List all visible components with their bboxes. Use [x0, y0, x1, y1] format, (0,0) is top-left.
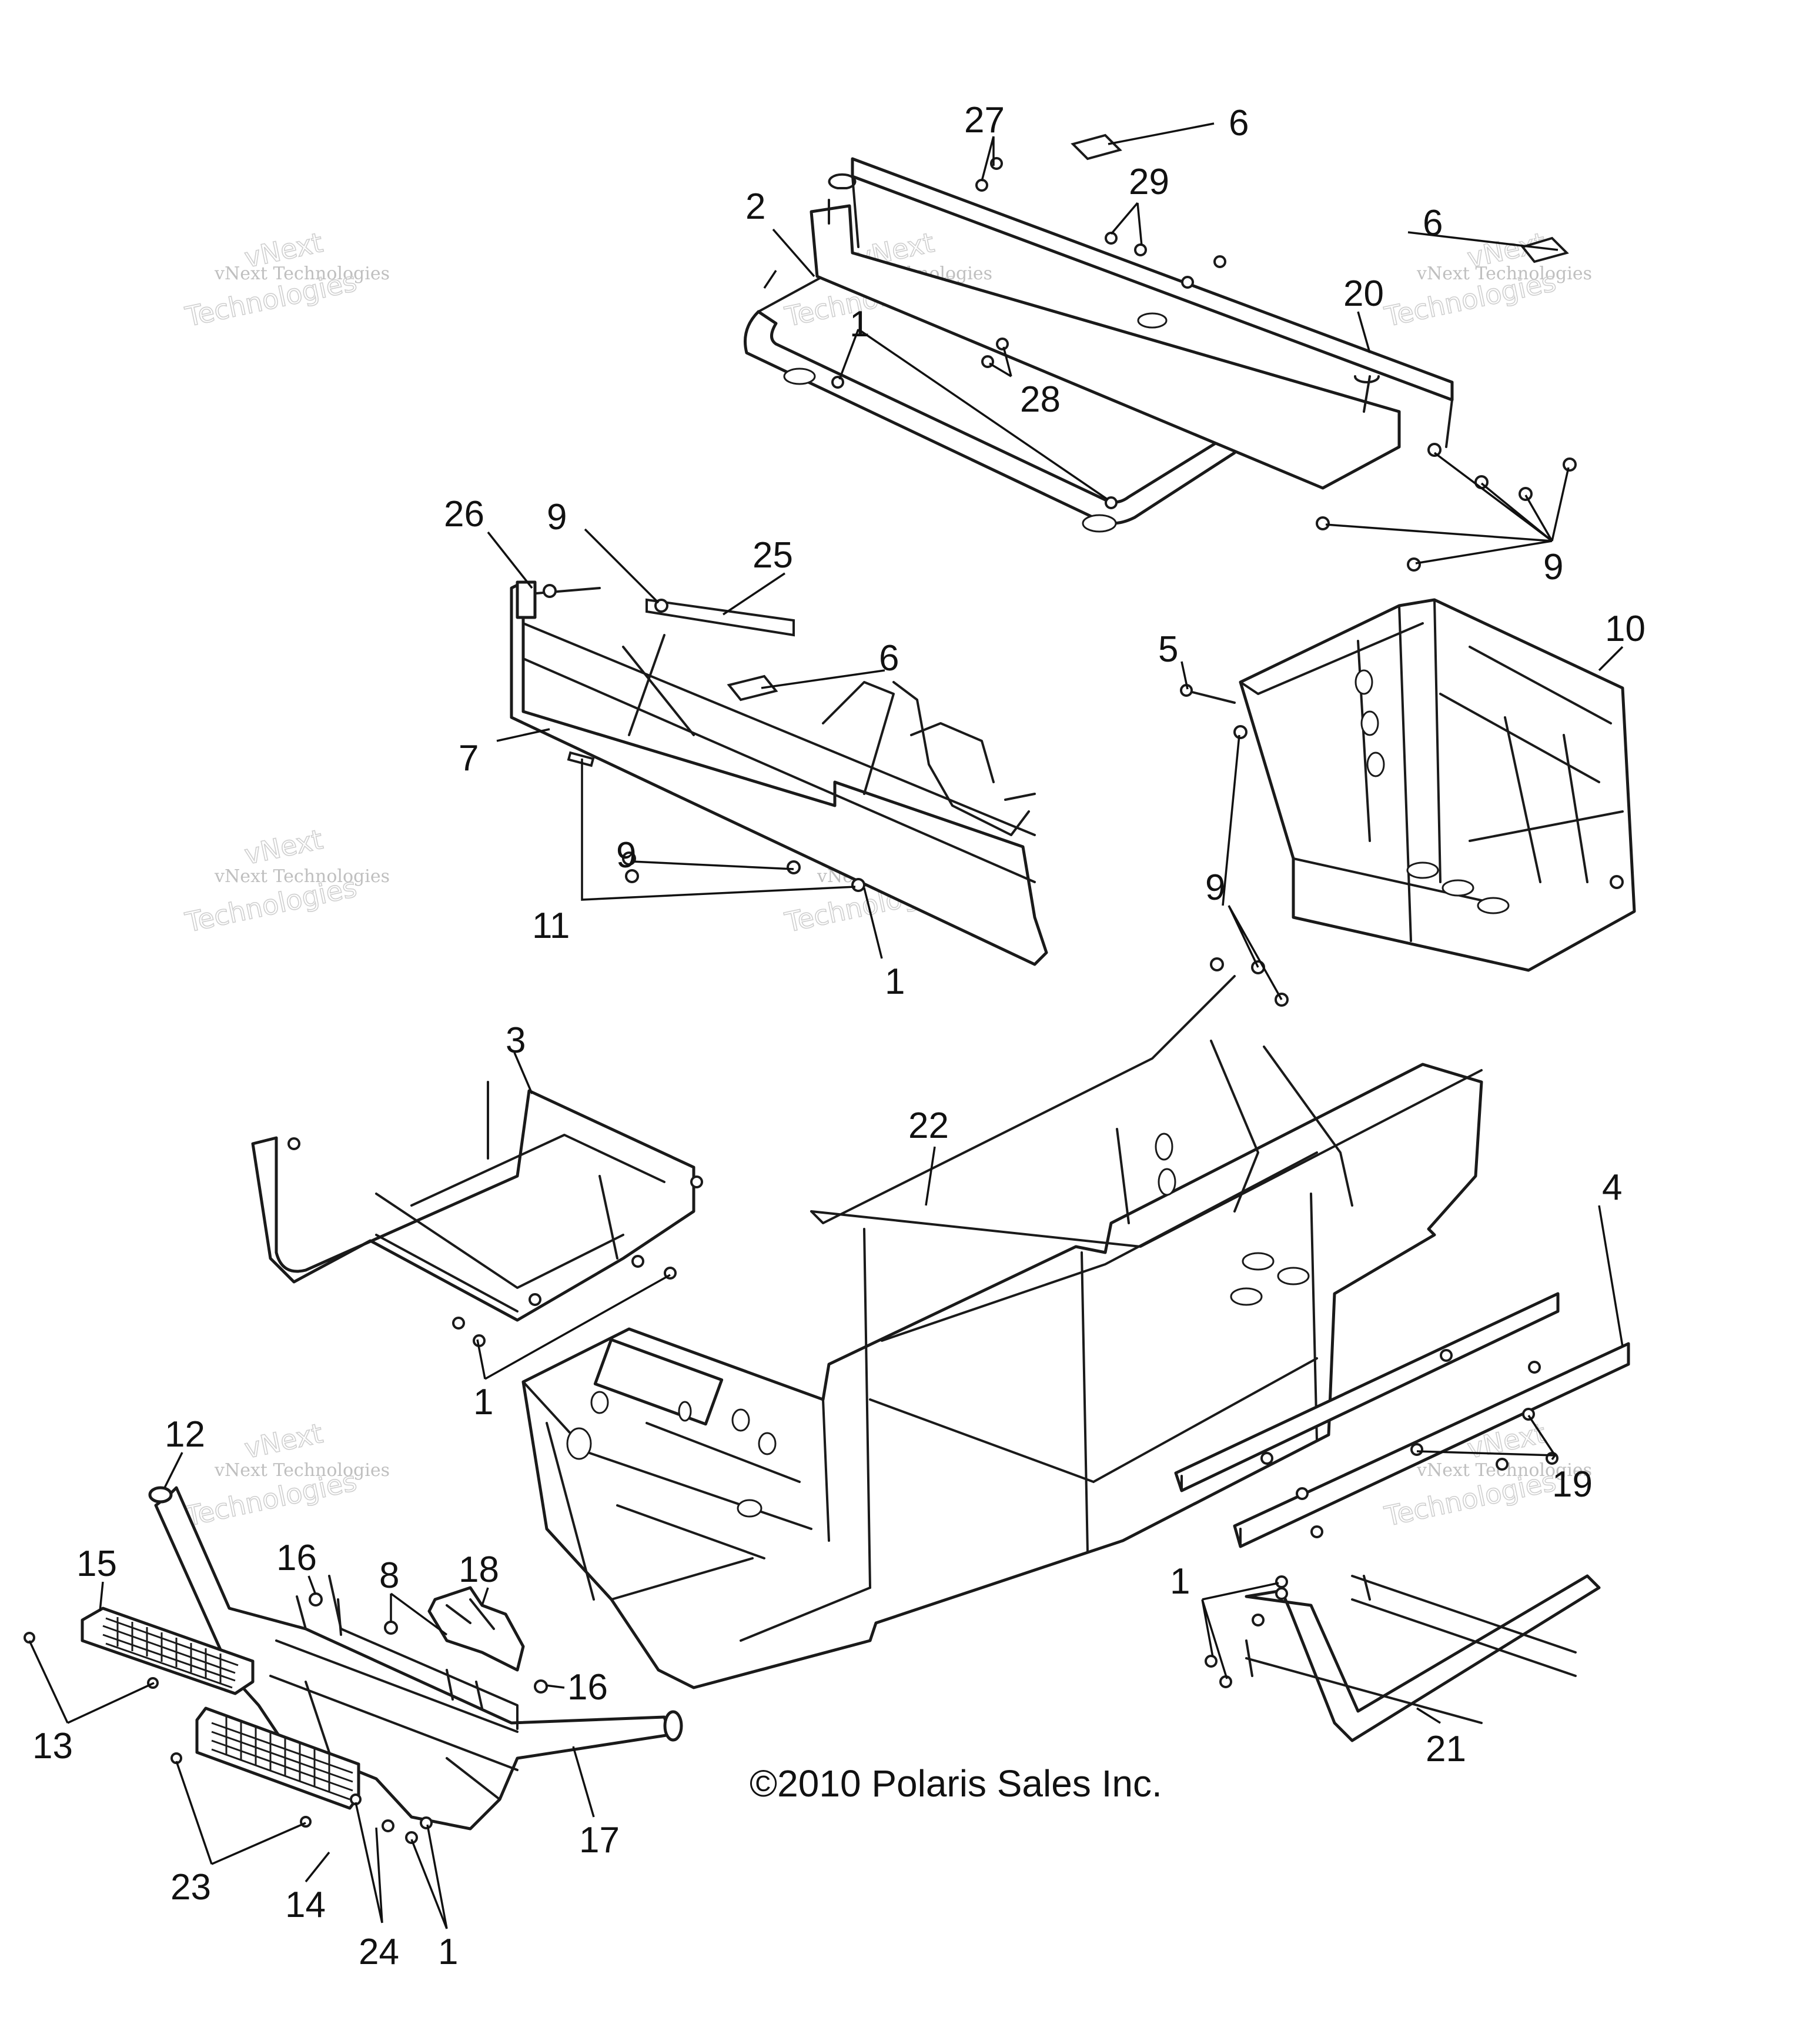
watermark-line1: vNext: [242, 823, 326, 871]
pad-6-top: [1071, 133, 1122, 161]
seat-base-21: [1245, 1574, 1601, 1742]
seat-base-3: [251, 1081, 695, 1322]
bracket-25: [646, 598, 795, 637]
callout-label: 19: [1552, 1464, 1593, 1505]
grille-15: [81, 1607, 255, 1695]
callout-label: 4: [1602, 1167, 1622, 1208]
callout-label: 7: [459, 738, 479, 779]
callout-labels: 27 6 29 2 6 20 1 28 26 9 25 9 6 5 10 7 9…: [32, 100, 1646, 1972]
callout-label: 23: [170, 1867, 211, 1908]
callout-label: 9: [547, 497, 567, 537]
callout-label: 14: [285, 1885, 326, 1925]
callout-label: 1: [438, 1932, 458, 1972]
pad-6-mid: [727, 674, 778, 702]
callout-label: 27: [964, 100, 1005, 141]
callout-label: 5: [1158, 629, 1178, 670]
callout-label: 9: [1543, 547, 1563, 587]
pin-11: [567, 751, 595, 767]
watermark-top-left: vNext vNext Technologies Technologies: [182, 226, 390, 333]
bolts-27-29-28: [831, 157, 1226, 509]
watermark-line2: vNext Technologies: [214, 263, 390, 284]
nuts-1-right-seat: [1205, 1575, 1288, 1688]
watermark-line1: vNext: [242, 1417, 326, 1465]
callout-label: 1: [850, 304, 869, 345]
callout-label: 11: [532, 906, 570, 946]
callout-label: 17: [579, 1820, 620, 1861]
main-chassis-22: [521, 975, 1483, 1689]
callout-label: 21: [1426, 1729, 1466, 1769]
callout-label: 15: [76, 1544, 117, 1584]
callout-label: 6: [879, 638, 899, 679]
callout-label: 9: [616, 835, 636, 876]
watermark-mid-left: vNext vNext Technologies Technologies: [182, 823, 390, 939]
rear-frame-10: [1239, 598, 1636, 972]
callout-label: 26: [444, 494, 484, 535]
callout-label: 24: [359, 1932, 399, 1972]
callout-label: 22: [908, 1106, 949, 1146]
callout-label: 12: [165, 1414, 205, 1455]
leader-lines: [28, 122, 1624, 1929]
front-bumper-17: [154, 1486, 683, 1831]
callout-label: 1: [473, 1382, 493, 1422]
plug-12: [148, 1486, 173, 1504]
callout-label: 1: [1170, 1561, 1190, 1602]
watermark-line2: vNext Technologies: [1416, 263, 1592, 284]
callout-label: 10: [1605, 609, 1646, 649]
callout-label: 16: [567, 1667, 608, 1708]
callout-label: 3: [506, 1020, 526, 1061]
callout-label: 20: [1343, 273, 1384, 314]
callout-label: 6: [1229, 103, 1249, 143]
watermark-low-left: vNext vNext Technologies Technologies: [182, 1417, 390, 1533]
callout-label: 16: [276, 1538, 317, 1578]
callout-label: 6: [1423, 203, 1443, 243]
bracket-18: [427, 1586, 525, 1672]
watermark-line2: vNext Technologies: [214, 1460, 390, 1481]
side-rails-4: [1174, 1292, 1630, 1548]
nuts-9-mid: [543, 584, 865, 892]
callout-label: 9: [1205, 867, 1225, 908]
callout-label: 13: [32, 1726, 73, 1766]
callout-label: 18: [459, 1549, 499, 1590]
callout-label: 29: [1129, 162, 1169, 202]
bolt-5: [1180, 684, 1236, 704]
cargo-box-frame: [744, 173, 1401, 533]
pad-6-right: [1520, 236, 1569, 263]
callout-label: 8: [379, 1555, 399, 1596]
copyright-text: ©2010 Polaris Sales Inc.: [750, 1762, 1162, 1805]
watermark-line2: vNext Technologies: [214, 866, 390, 887]
callout-label: 28: [1020, 379, 1061, 420]
cargo-crossmember-20: [851, 157, 1454, 448]
seat-frame-7: [510, 580, 1048, 966]
callout-label: 2: [745, 186, 765, 227]
callout-label: 1: [885, 961, 905, 1002]
callout-label: 25: [752, 535, 793, 576]
